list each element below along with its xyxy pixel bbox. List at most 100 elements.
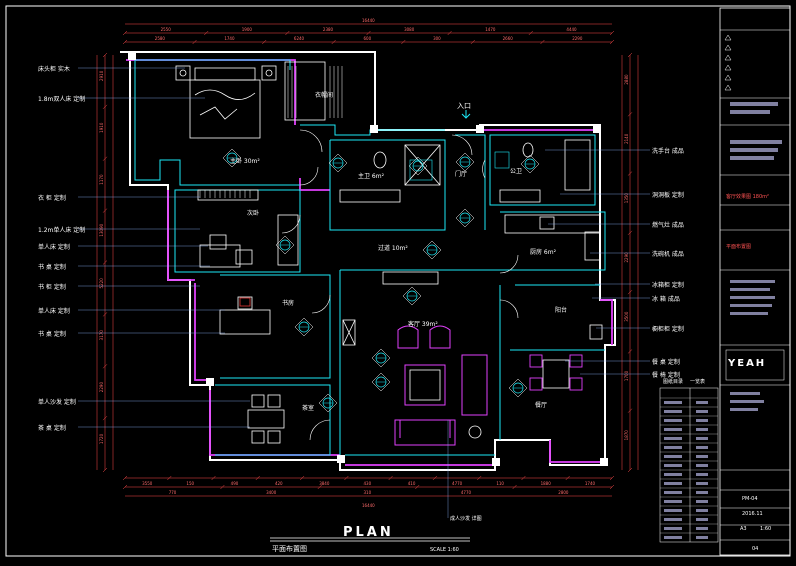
dim-value: 2290	[99, 382, 104, 393]
table-cell	[664, 500, 682, 503]
elevation-marker	[422, 240, 442, 260]
dim-tick	[192, 39, 197, 45]
dim-tick	[220, 484, 225, 490]
table-cell	[696, 500, 708, 503]
walls-interior	[134, 59, 606, 456]
table-cell	[664, 419, 682, 422]
company-logo	[725, 349, 785, 381]
dim-value: 6240	[294, 36, 305, 41]
dim-value: 1350	[624, 193, 629, 204]
toilet-public	[522, 142, 534, 158]
entrance-label: 入口	[457, 102, 471, 110]
title-block-frame	[719, 7, 791, 556]
annotation-leaders	[78, 67, 650, 518]
table-cell	[696, 401, 708, 404]
dim-tick	[285, 30, 290, 36]
elevation-marker	[371, 372, 391, 392]
drawing-name: 平面布置图	[726, 243, 751, 250]
left-note: 茶 桌 定制	[38, 424, 66, 432]
coffee-table	[404, 364, 446, 406]
living-detail	[342, 271, 482, 439]
elevation-marker	[318, 393, 338, 413]
stove	[539, 216, 555, 230]
room-label-dining: 餐厅	[535, 401, 547, 409]
master-vanity	[339, 189, 401, 203]
left-note: 单人床 定制	[38, 243, 70, 251]
dim-tick	[102, 364, 108, 369]
dim-tick	[627, 230, 633, 236]
room-label-second: 次卧	[247, 209, 259, 217]
table-cell	[664, 518, 682, 521]
dim-value: 1740	[224, 36, 235, 41]
left-note: 衣 柜 定制	[38, 194, 66, 202]
toilet-master	[373, 151, 387, 169]
right-note: 餐 桌 定制	[652, 358, 680, 366]
table-header-2: 一览表	[690, 378, 705, 385]
room-label-living: 客厅 39m²	[408, 320, 438, 328]
elevation-marker	[294, 317, 314, 337]
dim-tick	[627, 171, 633, 176]
table-cell	[696, 473, 708, 476]
left-note: 1.8m双人床 定制	[38, 95, 85, 103]
study-desk	[219, 309, 271, 335]
dim-tick	[477, 475, 482, 481]
dim-value: 2910	[99, 70, 104, 81]
table-cell	[664, 455, 682, 458]
dim-value: 4770	[452, 481, 463, 486]
dim-tick	[102, 104, 108, 110]
dim-tick	[102, 260, 108, 265]
dim-tick	[627, 467, 633, 473]
bed-headboard	[194, 67, 256, 81]
left-note: 单人沙发 定制	[38, 398, 76, 406]
elevation-marker	[455, 208, 475, 228]
dim-value: 300	[433, 36, 441, 41]
dim-tick	[627, 52, 633, 58]
dim-value: 13090	[99, 223, 104, 236]
table-cell	[664, 491, 682, 494]
left-note: 书 柜 定制	[38, 283, 66, 291]
scale-short: 1:60	[760, 526, 771, 532]
elevation-marker	[371, 348, 391, 368]
study-accent	[239, 297, 251, 307]
dim-tick	[167, 475, 172, 481]
dim-value: 110	[496, 481, 504, 486]
table-cell	[664, 446, 682, 449]
dim-value: 2550	[161, 27, 172, 32]
right-note: 橱柜柜 定制	[652, 325, 684, 333]
dim-tick	[102, 312, 108, 317]
table-header-1: 图纸目录	[663, 378, 683, 385]
dim-value: 1740	[585, 481, 596, 486]
left-note: 书 桌 定制	[38, 330, 66, 338]
elevation-marker	[402, 286, 422, 306]
dim-bottom-total: 16440	[362, 503, 375, 508]
nightstand-left	[175, 65, 191, 81]
dim-value: 2140	[624, 133, 629, 144]
dim-value: 1170	[99, 174, 104, 185]
master-bedroom-furniture	[175, 61, 326, 139]
dim-value: 1900	[242, 27, 253, 32]
dim-value: 5220	[99, 278, 104, 289]
plan-scale: SCALE 1:60	[430, 547, 459, 553]
table-cell	[664, 401, 682, 404]
armchair-2	[429, 325, 451, 349]
table-cell	[696, 446, 708, 449]
table-cell	[696, 428, 708, 431]
paper-size: A3	[740, 526, 747, 532]
study-chair	[237, 296, 253, 310]
tv-cabinet	[382, 271, 439, 285]
wardrobe-hangers	[199, 66, 343, 198]
right-note: 冰箱柜 定制	[652, 281, 684, 289]
table-cell	[664, 509, 682, 512]
project-name: 客厅效果图 180m²	[726, 193, 769, 200]
shower-master	[404, 144, 441, 186]
dim-value: 1910	[99, 122, 104, 133]
right-note: 燃气灶 成品	[652, 221, 684, 229]
dim-tick	[521, 475, 526, 481]
dim-tick	[255, 475, 260, 481]
dim-tick	[102, 156, 108, 161]
elevation-marker	[328, 153, 348, 173]
dim-value: 2290	[624, 252, 629, 263]
right-note: 洗碗机 成品	[652, 250, 684, 258]
